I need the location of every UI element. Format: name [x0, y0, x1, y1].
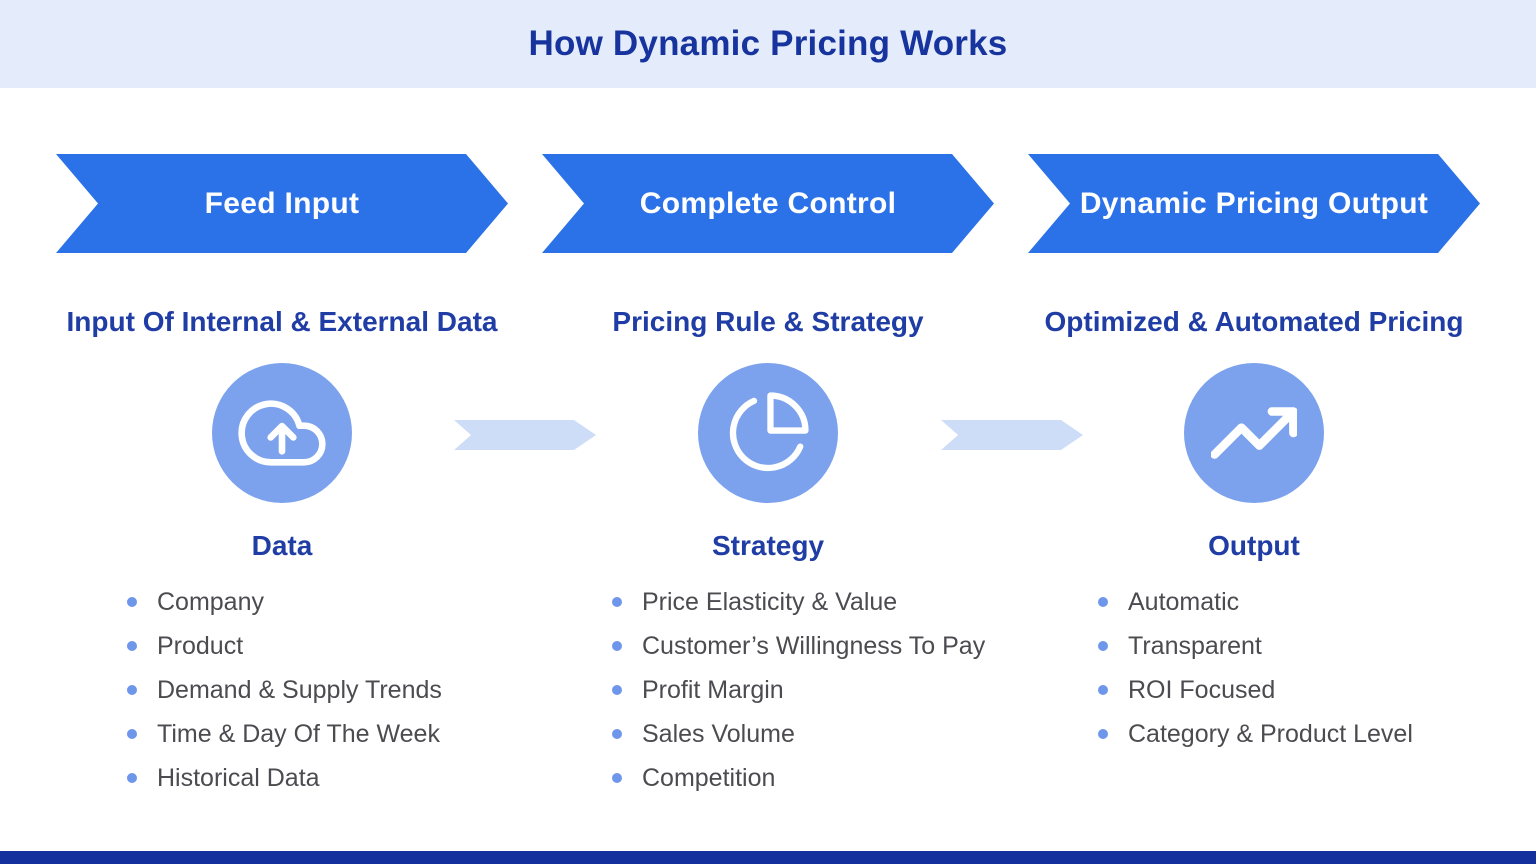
bullet-icon: [612, 597, 622, 607]
stage-banner-label: Feed Input: [204, 186, 360, 220]
stage-banner-complete-control: Complete Control: [542, 154, 994, 253]
list-item: Demand & Supply Trends: [127, 668, 442, 712]
list-item-text: Transparent: [1128, 631, 1262, 660]
bullet-icon: [127, 729, 137, 739]
list-item: Company: [127, 580, 442, 624]
stage-subtitle-input-data: Input Of Internal & External Data: [66, 306, 498, 337]
list-item-text: Profit Margin: [642, 675, 784, 704]
list-item-text: Time & Day Of The Week: [157, 719, 440, 748]
list-item: ROI Focused: [1098, 668, 1413, 712]
bullet-icon: [612, 641, 622, 651]
stage-banner-dynamic-pricing-output: Dynamic Pricing Output: [1028, 154, 1480, 253]
list-item-text: Demand & Supply Trends: [157, 675, 442, 704]
list-item: Price Elasticity & Value: [612, 580, 985, 624]
list-item: Automatic: [1098, 580, 1413, 624]
list-item: Profit Margin: [612, 668, 985, 712]
bullet-icon: [612, 729, 622, 739]
list-item-text: Company: [157, 587, 264, 616]
data-icon-circle: [212, 363, 352, 503]
list-item-text: ROI Focused: [1128, 675, 1276, 704]
column-label-data: Data: [251, 530, 313, 561]
header-band: How Dynamic Pricing Works: [0, 0, 1536, 88]
stage-banner-feed-input: Feed Input: [56, 154, 508, 253]
footer-accent-bar: [0, 851, 1536, 864]
trending-up-icon: [1211, 407, 1297, 459]
bullet-icon: [127, 685, 137, 695]
list-item-text: Customer’s Willingness To Pay: [642, 631, 986, 660]
strategy-list: Price Elasticity & Value Customer’s Will…: [612, 580, 985, 800]
bullet-icon: [612, 685, 622, 695]
list-item: Category & Product Level: [1098, 712, 1413, 756]
flow-arrow-icon: [941, 420, 1083, 450]
bullet-icon: [127, 641, 137, 651]
stage-banner-label: Complete Control: [639, 186, 897, 220]
stage-banner-label: Dynamic Pricing Output: [1079, 186, 1429, 220]
page-title: How Dynamic Pricing Works: [528, 24, 1008, 63]
column-label-output: Output: [1208, 530, 1300, 561]
output-list: Automatic Transparent ROI Focused Catego…: [1098, 580, 1413, 756]
stage-subtitle-pricing-rule: Pricing Rule & Strategy: [612, 306, 924, 337]
list-item-text: Product: [157, 631, 244, 660]
bullet-icon: [127, 773, 137, 783]
list-item: Historical Data: [127, 756, 442, 800]
list-item-text: Sales Volume: [642, 719, 795, 748]
bullet-icon: [1098, 729, 1108, 739]
stage-subtitle-optimized-pricing: Optimized & Automated Pricing: [1044, 306, 1464, 337]
column-label-strategy: Strategy: [711, 530, 825, 561]
list-item-text: Price Elasticity & Value: [642, 587, 898, 616]
list-item-text: Competition: [642, 763, 776, 792]
list-item-text: Category & Product Level: [1128, 719, 1413, 748]
list-item: Time & Day Of The Week: [127, 712, 442, 756]
list-item: Sales Volume: [612, 712, 985, 756]
output-icon-circle: [1184, 363, 1324, 503]
pie-chart-icon: [729, 392, 809, 472]
strategy-icon-circle: [698, 363, 838, 503]
list-item: Product: [127, 624, 442, 668]
cloud-upload-icon: [238, 400, 326, 466]
list-item: Transparent: [1098, 624, 1413, 668]
list-item: Customer’s Willingness To Pay: [612, 624, 985, 668]
flow-arrow-icon: [454, 420, 596, 450]
list-item-text: Automatic: [1128, 587, 1240, 616]
bullet-icon: [1098, 597, 1108, 607]
bullet-icon: [1098, 685, 1108, 695]
bullet-icon: [1098, 641, 1108, 651]
data-list: Company Product Demand & Supply Trends T…: [127, 580, 442, 800]
list-item-text: Historical Data: [157, 763, 320, 792]
bullet-icon: [127, 597, 137, 607]
bullet-icon: [612, 773, 622, 783]
list-item: Competition: [612, 756, 985, 800]
